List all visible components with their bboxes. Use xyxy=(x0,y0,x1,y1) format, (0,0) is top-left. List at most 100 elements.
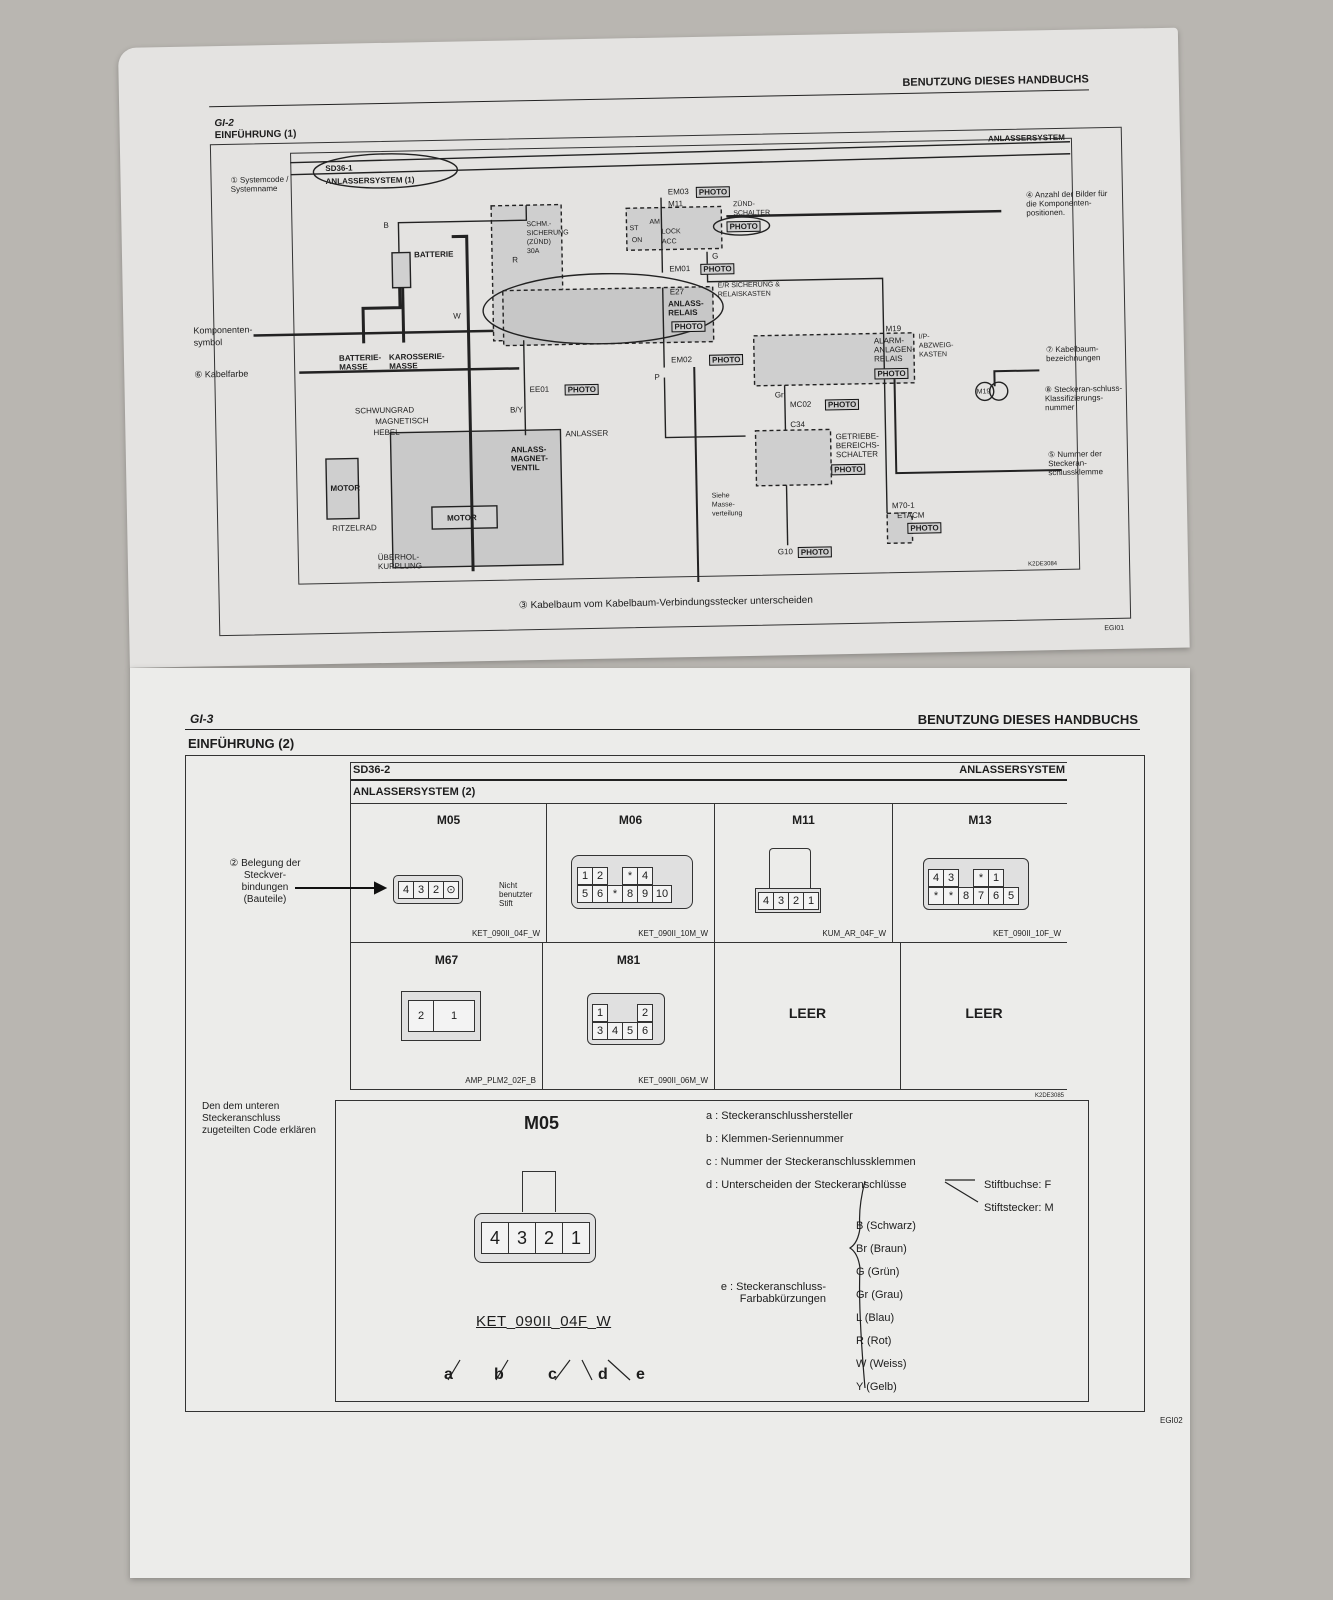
callout-1: ① Systemcode / Systemname xyxy=(230,174,289,194)
figure-code: K2DE3085 xyxy=(1035,1093,1065,1099)
label-ritzelrad: RITZELRAD xyxy=(332,523,377,533)
wire-color-by: B/Y xyxy=(509,405,524,415)
section-title: EINFÜHRUNG (2) xyxy=(188,736,295,751)
page-code: GI-3 xyxy=(190,712,214,726)
connector-code: KET_090II_10M_W xyxy=(638,929,708,938)
callout-8: ⑧ Steckeran-schluss-Klassifizierungs-num… xyxy=(1044,383,1123,413)
color-abbreviation-list: B (Schwarz) Br (Braun) G (Grün) Gr (Grau… xyxy=(856,1215,916,1399)
connector-c34: C34 xyxy=(790,419,806,430)
callout-belegung: ② Belegung der Steckver-bindungen (Baute… xyxy=(229,858,301,905)
connector-ee01: EE01 xyxy=(529,384,550,395)
letter-d: d xyxy=(598,1366,608,1383)
pin: 1 xyxy=(562,1222,590,1254)
connector-em03: EM03 xyxy=(667,187,689,197)
unused-pin-note: Nicht benutzter Stift xyxy=(499,881,533,908)
label-ip-kasten: I/P-ABZWEIG-KASTEN xyxy=(918,333,954,359)
label-batterie: BATTERIE xyxy=(413,249,454,260)
color-abbr: L (Blau) xyxy=(856,1312,895,1324)
legend-a: a : Steckeranschlusshersteller xyxy=(706,1110,853,1122)
code-part-a: KET xyxy=(476,1313,507,1330)
connector-name: M13 xyxy=(968,813,992,827)
harness-m19-label: M19 xyxy=(976,388,991,396)
connector-name: M67 xyxy=(434,953,459,967)
connector-code: KUM_AR_04F_W xyxy=(822,929,886,938)
wire-color-g: G xyxy=(712,251,719,261)
divider xyxy=(351,779,1067,781)
wiring-schematic xyxy=(253,141,1071,582)
callout-7: ⑦ Kabelbaum-bezeichnungen xyxy=(1045,344,1101,364)
label-magnetisch: MAGNETISCH xyxy=(375,416,429,427)
running-header: BENUTZUNG DIESES HANDBUCHS xyxy=(917,712,1138,727)
annotation-arrows xyxy=(295,881,979,1389)
letter-c: c xyxy=(548,1366,557,1383)
connector-name: M81 xyxy=(616,953,641,967)
callout-5: ⑤ Nummer der Steckeran-schlussklemme xyxy=(1047,449,1104,478)
system-name: ANLASSERSYSTEM (2) xyxy=(353,786,476,798)
photo-label: PHOTO xyxy=(671,320,706,333)
bottom-page-gi-3: GI-3 BENUTZUNG DIESES HANDBUCHS EINFÜHRU… xyxy=(130,668,1190,1578)
connector-mc02: MC02 xyxy=(789,399,812,410)
pin: 10 xyxy=(652,885,672,903)
empty-label: LEER xyxy=(965,1005,1003,1021)
wire-color-w: W xyxy=(453,311,461,321)
label-ueberhol: ÜBERHOL-KUPPLUNG xyxy=(377,552,423,572)
connector-cell-empty: LEER xyxy=(715,943,901,1089)
connector-name: M11 xyxy=(792,813,815,827)
legend-b: b : Klemmen-Seriennummer xyxy=(706,1133,844,1145)
label-alarm-relais: ALARM-ANLAGEN-RELAIS xyxy=(873,335,915,364)
pin: * xyxy=(943,887,959,905)
callout-komponentensymbol: Komponenten-symbol xyxy=(193,324,253,348)
pin-unused: ⊙ xyxy=(443,881,459,899)
pin: 2 xyxy=(535,1222,563,1254)
letter-b: b xyxy=(494,1366,504,1383)
connector-g10: G10 xyxy=(777,547,794,557)
connector-e27: E27 xyxy=(669,287,685,297)
connector-m11: M11 xyxy=(668,199,684,209)
label-sicherung: SCHM.-SICHERUNG (ZÜND) 30A xyxy=(526,220,569,256)
legend-d-male: Stiftstecker: M xyxy=(984,1202,1054,1214)
pin: 2 xyxy=(592,867,608,885)
pin: 1 xyxy=(592,1004,608,1022)
photo-label: PHOTO xyxy=(726,220,761,233)
pin: 2 xyxy=(428,881,444,899)
letter-e: e xyxy=(636,1366,645,1383)
color-abbr: G (Grün) xyxy=(856,1266,900,1278)
system-code: SD36-2 xyxy=(353,764,391,776)
connector-latch xyxy=(522,1171,556,1212)
connector-m19: M19 xyxy=(885,324,902,334)
code-part-e: W xyxy=(596,1313,612,1330)
pin: 4 xyxy=(637,867,653,885)
connector-name: M06 xyxy=(618,813,643,827)
label-masseverteilung: Siehe Masse-verteilung xyxy=(711,492,743,518)
connector-code: KET_090II_10F_W xyxy=(992,929,1061,938)
header-rule xyxy=(185,729,1140,730)
label-schwungrad: SCHWUNGRAD xyxy=(354,405,415,416)
label-batterie-masse: BATTERIE-MASSE xyxy=(338,353,382,372)
connector-code: KET_090II_04F_W xyxy=(471,929,540,938)
label-st: ST xyxy=(629,225,639,233)
pin: 6 xyxy=(637,1022,653,1040)
color-abbr: R (Rot) xyxy=(856,1335,892,1347)
label-lock: LOCK xyxy=(661,228,681,236)
pin: 3 xyxy=(508,1222,536,1254)
code-part-b: 090II xyxy=(515,1313,552,1330)
label-anlasser: ANLASSER xyxy=(565,428,609,439)
footer-code: EGI01 xyxy=(1104,624,1125,633)
legend-c: c : Nummer der Steckeranschlussklemmen xyxy=(706,1156,916,1168)
explain-label: Den dem unteren Steckeranschluss zugetei… xyxy=(202,1101,316,1136)
figure-code: K2DE3084 xyxy=(1028,561,1058,568)
label-acc: ACC xyxy=(661,238,677,246)
connector-latch xyxy=(769,848,811,889)
pin: 6 xyxy=(988,887,1004,905)
wire-color-p: P xyxy=(654,372,660,382)
photo-label: PHOTO xyxy=(564,383,600,396)
label-karosserie-masse: KAROSSERIE-MASSE xyxy=(388,351,445,371)
legend-e: e : Steckeranschluss-Farbabkürzungen xyxy=(720,1281,826,1305)
photo-label: PHOTO xyxy=(708,354,744,366)
wire-color-r: R xyxy=(512,255,519,265)
